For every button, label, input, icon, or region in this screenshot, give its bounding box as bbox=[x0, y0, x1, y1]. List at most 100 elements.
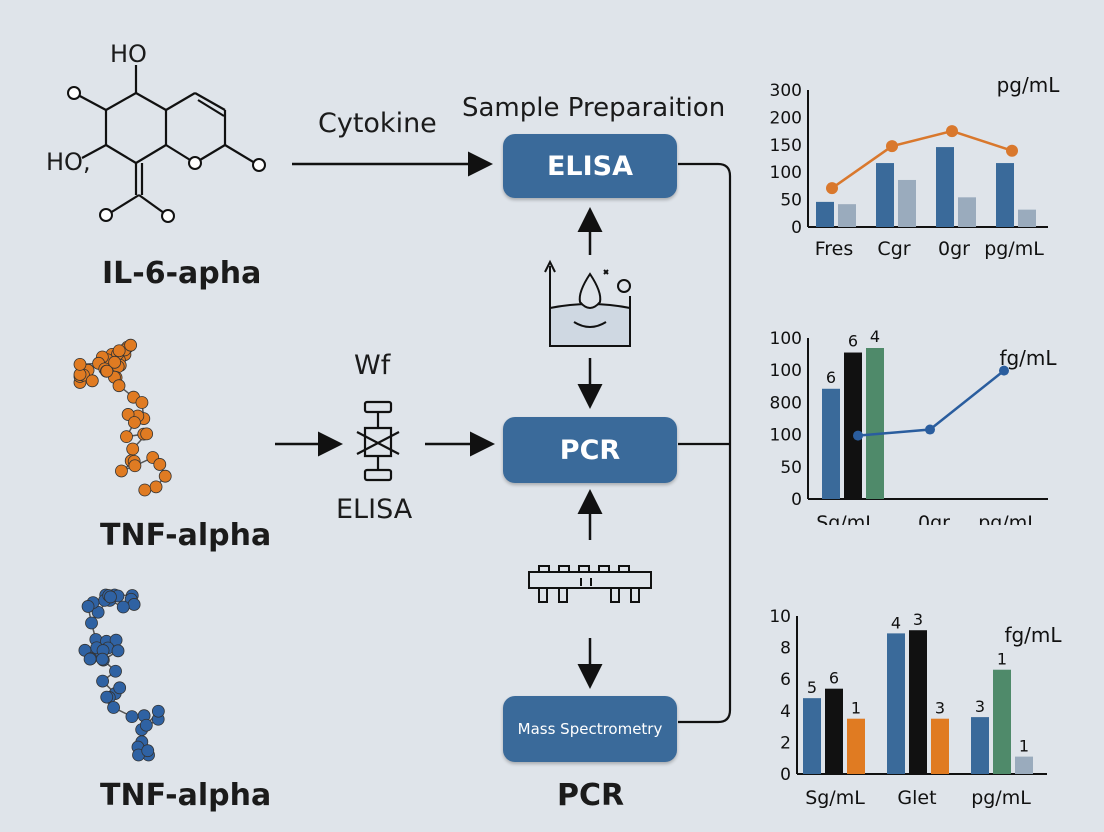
x-category-label: Glet bbox=[897, 787, 936, 809]
beaker-droplet-icon bbox=[544, 259, 631, 347]
bar bbox=[971, 717, 989, 774]
hydroxyl-top: HO bbox=[110, 40, 147, 68]
bar-value-label: 4 bbox=[891, 613, 901, 632]
bar-value-label: 1 bbox=[851, 699, 861, 718]
filter-bottom-label: ELISA bbox=[336, 494, 413, 525]
y-tick-label: 0 bbox=[791, 218, 802, 238]
cytokine-label: Cytokine bbox=[318, 108, 437, 139]
atom bbox=[126, 442, 140, 456]
y-tick-label: 800 bbox=[770, 393, 802, 413]
y-tick-label: 0 bbox=[780, 765, 791, 785]
line-point bbox=[999, 365, 1009, 376]
bar bbox=[931, 718, 949, 774]
atom bbox=[149, 480, 163, 494]
y-tick-label: 6 bbox=[780, 670, 791, 690]
bottom-pcr-label: PCR bbox=[557, 778, 625, 813]
y-tick-label: 100 bbox=[770, 163, 802, 183]
line-point bbox=[925, 424, 935, 435]
line-point bbox=[826, 182, 838, 195]
y-tick-label: 300 bbox=[770, 81, 802, 101]
atom bbox=[104, 590, 117, 604]
y-tick-label: 150 bbox=[770, 136, 802, 156]
atom bbox=[127, 598, 141, 611]
bar bbox=[803, 698, 821, 774]
hydroxyl-left: HO, bbox=[46, 148, 91, 176]
atom bbox=[85, 374, 99, 388]
atom bbox=[128, 459, 142, 473]
bar bbox=[909, 630, 927, 774]
atom bbox=[83, 652, 97, 666]
bar-value-label: 1 bbox=[997, 650, 1007, 669]
bar-value-label: 6 bbox=[826, 368, 836, 387]
atom bbox=[153, 458, 167, 471]
y-tick-label: 100 bbox=[770, 329, 802, 349]
atom bbox=[135, 396, 149, 409]
atom bbox=[112, 379, 126, 393]
tnf-molecule-blue bbox=[78, 588, 165, 762]
atom bbox=[120, 430, 133, 444]
bar bbox=[866, 348, 884, 499]
bar bbox=[1018, 209, 1036, 227]
line-point bbox=[946, 125, 958, 138]
atom bbox=[109, 664, 122, 678]
filter-valve-icon bbox=[356, 400, 400, 482]
molecule-label-tnf-bottom: TNF-alpha bbox=[100, 778, 272, 813]
unit-label: fg/mL bbox=[999, 346, 1057, 370]
atom bbox=[111, 644, 125, 658]
bar bbox=[958, 197, 976, 227]
atom bbox=[140, 427, 154, 441]
atom bbox=[100, 690, 114, 704]
bar-value-label: 6 bbox=[829, 669, 839, 688]
atom bbox=[124, 338, 138, 352]
atom bbox=[139, 718, 153, 732]
y-tick-label: 100 bbox=[770, 426, 802, 446]
bar bbox=[825, 688, 843, 774]
bar-value-label: 3 bbox=[935, 699, 945, 718]
y-tick-label: 2 bbox=[780, 733, 791, 753]
bar-value-label: 3 bbox=[913, 610, 923, 629]
bar bbox=[936, 147, 954, 227]
bar-value-label: 1 bbox=[1019, 737, 1029, 756]
atom bbox=[95, 652, 109, 666]
atom bbox=[141, 744, 155, 758]
bar bbox=[1015, 756, 1033, 774]
pcr-box: PCR bbox=[503, 417, 677, 483]
y-tick-label: 4 bbox=[780, 702, 791, 722]
x-category-label: pg/mL bbox=[971, 787, 1031, 809]
molecule-label-il6: IL-6-apha bbox=[102, 256, 262, 291]
bar bbox=[996, 163, 1014, 227]
bar bbox=[816, 201, 834, 227]
x-category-label: 0gr bbox=[938, 238, 970, 260]
molecule-label-tnf-middle: TNF-alpha bbox=[100, 518, 272, 553]
atom bbox=[116, 600, 130, 614]
atom bbox=[100, 364, 114, 378]
bar bbox=[838, 204, 856, 227]
atom bbox=[112, 344, 126, 358]
x-category-label: pg/mL bbox=[978, 512, 1038, 525]
series-line bbox=[831, 129, 1013, 190]
line-point bbox=[853, 430, 863, 441]
sample-preparation-title: Sample Preparaition bbox=[462, 93, 726, 123]
line-point bbox=[886, 140, 898, 153]
unit-label: pg/mL bbox=[997, 73, 1061, 97]
x-category-label: Sg/mL bbox=[816, 512, 876, 525]
y-tick-label: 100 bbox=[770, 361, 802, 381]
mass-spectrometry-box: Mass Spectrometry bbox=[503, 696, 677, 762]
atom bbox=[125, 710, 139, 724]
atom bbox=[128, 416, 141, 429]
bar bbox=[898, 179, 916, 227]
bar bbox=[822, 388, 840, 499]
atom bbox=[151, 704, 165, 718]
x-category-label: Fres bbox=[815, 238, 854, 260]
elisa-box-label: ELISA bbox=[546, 150, 634, 182]
atom bbox=[107, 701, 120, 714]
bar-value-label: 3 bbox=[975, 697, 985, 716]
pcr-plate-icon bbox=[528, 565, 652, 603]
unit-label: fg/mL bbox=[1004, 623, 1062, 647]
il6-molecule-structure bbox=[67, 65, 266, 223]
bar bbox=[844, 352, 862, 499]
filter-top-label: Wf bbox=[354, 350, 391, 381]
